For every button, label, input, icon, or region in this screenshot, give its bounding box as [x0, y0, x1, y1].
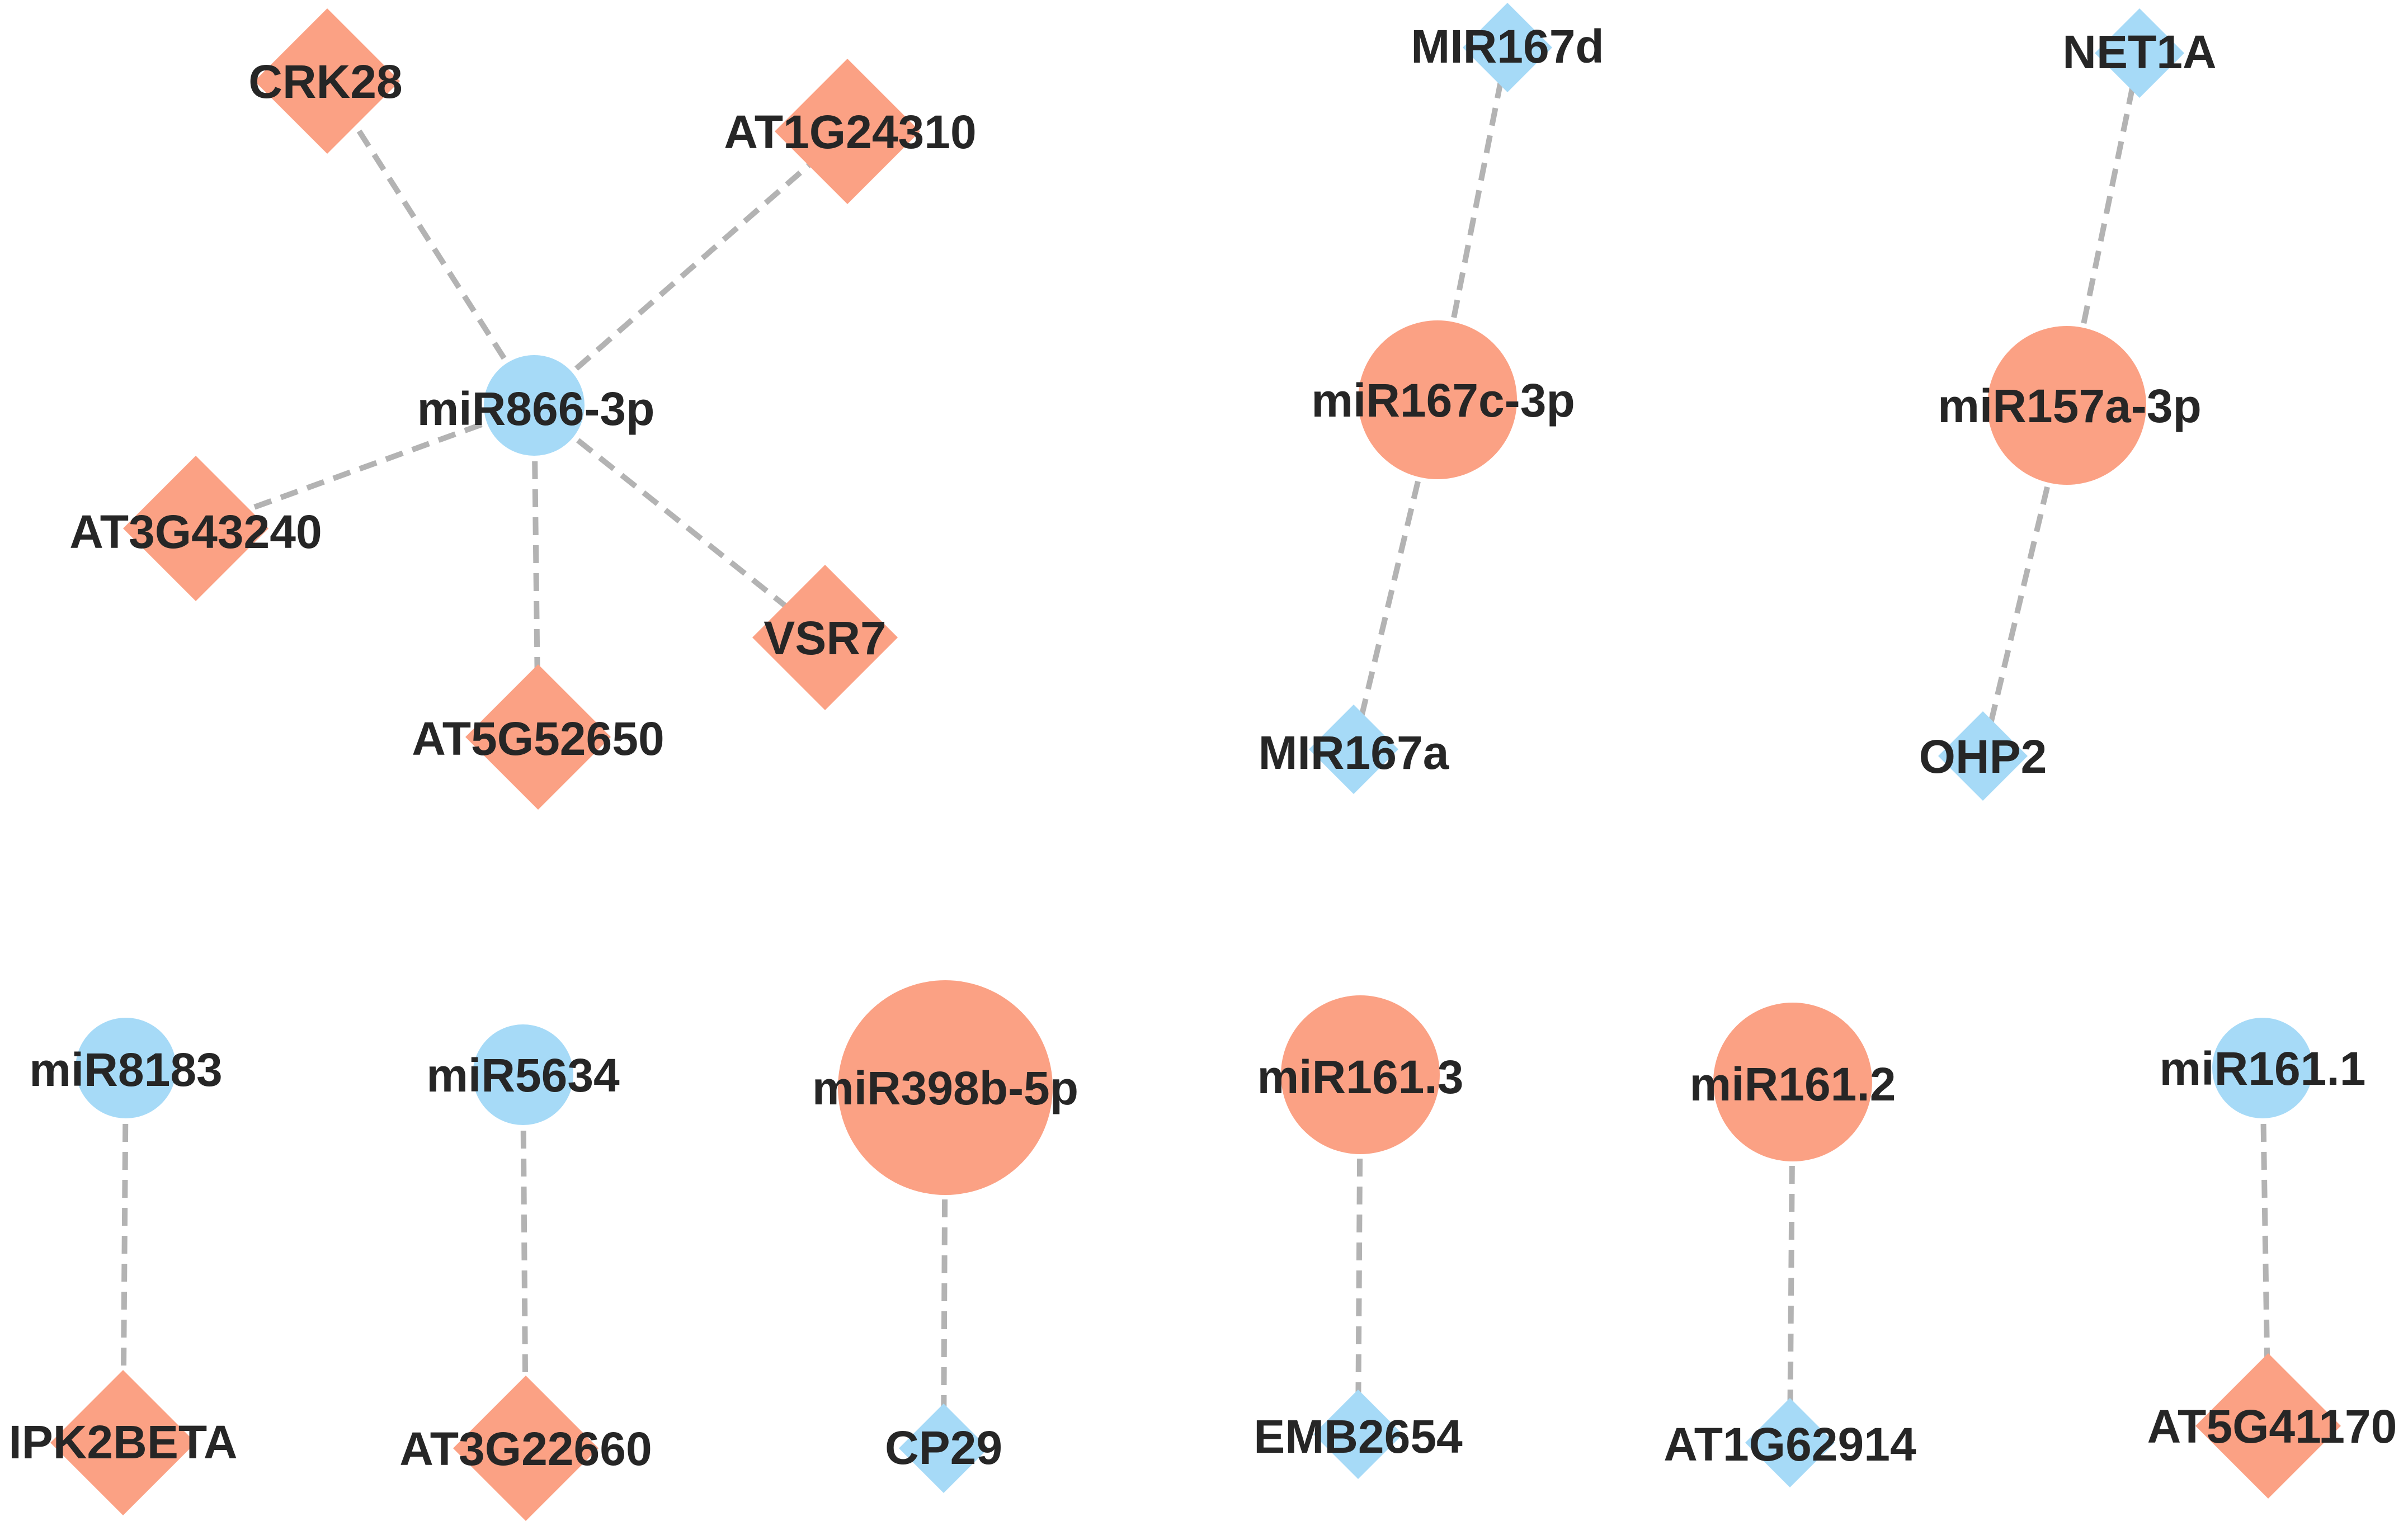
node-ipk2beta — [50, 1370, 196, 1515]
node-crk28 — [255, 8, 400, 154]
node-mir161-2 — [1713, 1003, 1872, 1161]
node-label-ipk2beta: IPK2BETA — [8, 1416, 237, 1468]
node-mir161-3 — [1281, 995, 1440, 1154]
node-ohp2 — [1938, 711, 2028, 801]
node-label-mir8183: miR8183 — [29, 1043, 223, 1096]
node-mir167c-3p — [1358, 320, 1517, 479]
labels-layer: miR866-3p CRK28AT1G24310AT3G43240VSR7AT5G… — [8, 20, 2397, 1475]
node-mir161-1 — [2212, 1018, 2313, 1118]
node-label-at1g24310: AT1G24310 — [724, 106, 976, 158]
node-label-mir161-2: miR161.2 — [1690, 1058, 1896, 1111]
nodes-layer — [50, 3, 2341, 1521]
node-at3g43240 — [123, 456, 268, 601]
node-label-mir866-3p: miR866-3p — [417, 382, 655, 435]
edge-mir866-3p-to-vsr7 — [532, 403, 827, 640]
node-emb2654 — [1313, 1390, 1403, 1479]
node-label-mir161-1: miR161.1 — [2160, 1042, 2366, 1095]
node-mir167a — [1309, 705, 1398, 794]
node-vsr7 — [752, 565, 898, 710]
node-cp29 — [899, 1404, 988, 1493]
node-label-mir167a: MIR167a — [1259, 726, 1450, 779]
node-at1g24310 — [775, 59, 920, 204]
node-mir8183 — [76, 1018, 176, 1118]
edge-mir161-1-to-at5g41170 — [2260, 1067, 2271, 1426]
edge-mir866-3p-to-at1g24310 — [532, 129, 850, 408]
node-label-ohp2: OHP2 — [1919, 730, 2047, 783]
node-label-emb2654: EMB2654 — [1254, 1410, 1463, 1463]
node-label-at5g52650: AT5G52650 — [412, 712, 664, 765]
node-label-mir167d: MIR167d — [1411, 20, 1604, 73]
node-label-net1a: NET1A — [2062, 26, 2216, 78]
node-label-cp29: CP29 — [885, 1421, 1002, 1474]
node-label-at5g41170: AT5G41170 — [2147, 1400, 2397, 1453]
node-label-mir5634: miR5634 — [426, 1049, 620, 1102]
node-label-mir398b-5p: miR398b-5p — [812, 1062, 1078, 1114]
node-at1g62914 — [1745, 1398, 1835, 1487]
node-label-vsr7: VSR7 — [764, 612, 886, 664]
node-mir398b-5p — [838, 980, 1053, 1195]
node-label-mir167c-3p: miR167c-3p — [1311, 374, 1575, 427]
node-label-crk28: CRK28 — [248, 55, 402, 108]
node-label-mir157a-3p: miR157a-3p — [1938, 380, 2202, 432]
node-mir866-3p — [484, 355, 585, 456]
node-label-at3g22660: AT3G22660 — [399, 1423, 652, 1475]
node-label-at3g43240: AT3G43240 — [69, 505, 322, 558]
node-at3g22660 — [453, 1376, 599, 1521]
edge-mir866-3p-to-crk28 — [324, 79, 537, 407]
node-mir5634 — [473, 1024, 573, 1125]
node-mir157a-3p — [1987, 326, 2146, 485]
node-at5g52650 — [465, 664, 611, 810]
node-label-mir161-3: miR161.3 — [1257, 1051, 1464, 1103]
node-mir167d — [1463, 3, 1552, 92]
edge-mir866-3p-to-at3g43240 — [195, 403, 535, 531]
node-at5g41170 — [2195, 1353, 2341, 1499]
node-label-at1g62914: AT1G62914 — [1664, 1418, 1916, 1471]
node-net1a — [2095, 8, 2184, 98]
